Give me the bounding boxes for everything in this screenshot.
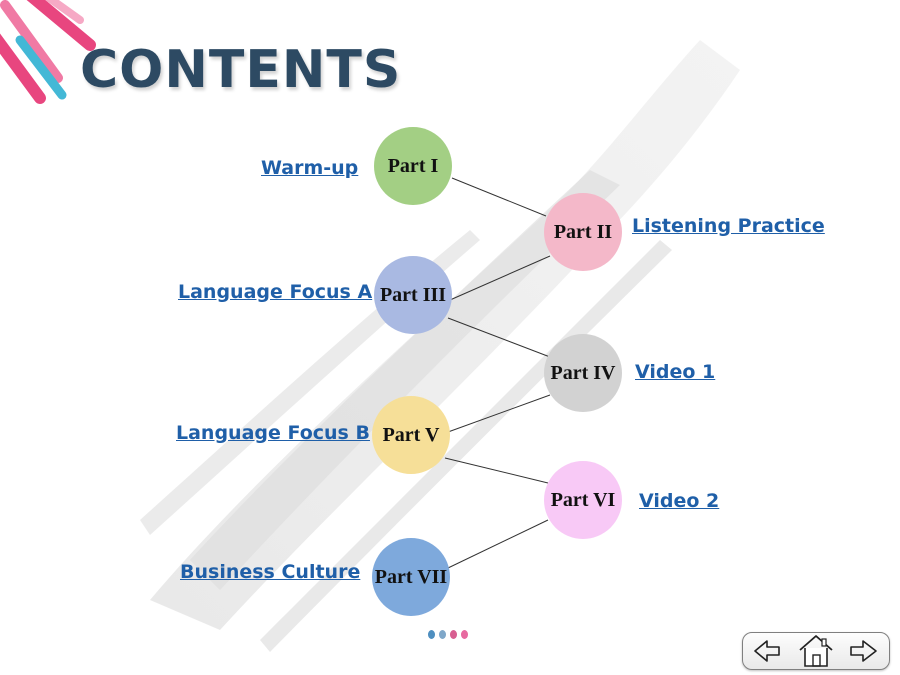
video-1-link[interactable]: Video 1 bbox=[635, 361, 716, 383]
pagination-dots bbox=[428, 630, 468, 639]
part-6-circle[interactable]: Part VI bbox=[544, 461, 622, 539]
arrow-right-icon bbox=[850, 640, 877, 662]
back-button[interactable] bbox=[749, 633, 789, 669]
part-1-label: Part I bbox=[387, 154, 439, 177]
video-2-link[interactable]: Video 2 bbox=[639, 490, 720, 512]
forward-button[interactable] bbox=[843, 633, 883, 669]
part-1-circle[interactable]: Part I bbox=[374, 127, 452, 205]
part-3-label: Part III bbox=[379, 283, 447, 306]
part-5-label: Part V bbox=[382, 423, 440, 446]
pagination-dot bbox=[428, 630, 435, 639]
part-7-label: Part VII bbox=[374, 565, 448, 588]
part-2-circle[interactable]: Part II bbox=[544, 193, 622, 271]
part-4-circle[interactable]: Part IV bbox=[544, 334, 622, 412]
part-4-label: Part IV bbox=[550, 361, 616, 384]
pagination-dot bbox=[450, 630, 457, 639]
part-5-circle[interactable]: Part V bbox=[372, 396, 450, 474]
warm-up-link[interactable]: Warm-up bbox=[261, 157, 359, 179]
arrow-left-icon bbox=[754, 640, 780, 662]
pagination-dot bbox=[461, 630, 468, 639]
page-title: CONTENTS bbox=[80, 40, 402, 100]
listening-practice-link[interactable]: Listening Practice bbox=[632, 215, 825, 237]
home-button[interactable] bbox=[795, 633, 837, 669]
part-7-circle[interactable]: Part VII bbox=[372, 538, 450, 616]
pagination-dot bbox=[439, 630, 446, 639]
home-icon bbox=[799, 635, 833, 667]
business-culture-link[interactable]: Business Culture bbox=[180, 561, 361, 583]
part-3-circle[interactable]: Part III bbox=[374, 256, 452, 334]
part-2-label: Part II bbox=[553, 220, 613, 243]
corner-stripes-decoration bbox=[0, 0, 96, 104]
language-focus-b-link[interactable]: Language Focus B bbox=[176, 422, 370, 444]
navigation-bar bbox=[742, 632, 890, 670]
language-focus-a-link[interactable]: Language Focus A bbox=[178, 281, 373, 303]
part-6-label: Part VI bbox=[550, 488, 616, 511]
